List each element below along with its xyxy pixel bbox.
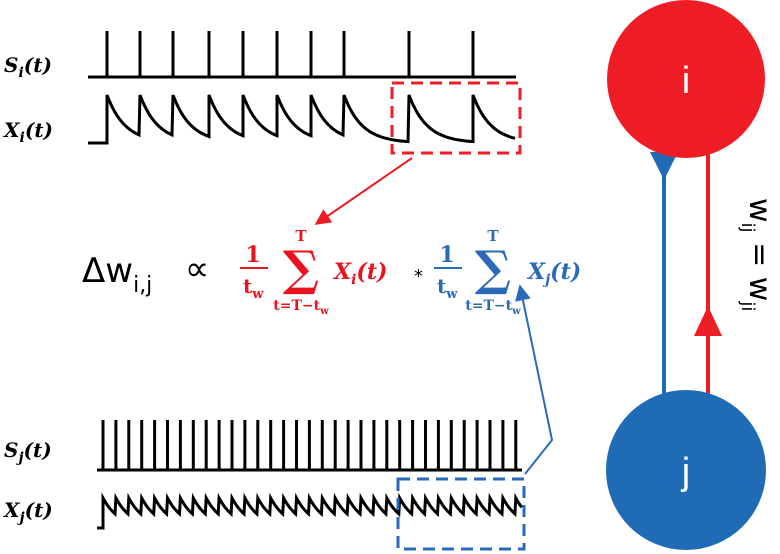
- trace-i-label: Xi(t): [2, 118, 53, 146]
- spike-train-i: [88, 31, 516, 79]
- neuron-i-panel: Si(t) Xi(t): [2, 31, 522, 155]
- trace-i: [88, 94, 516, 145]
- spike-train-j-label: Sj(t): [4, 438, 52, 466]
- window-j-box: [396, 477, 526, 551]
- window-i-box: [390, 81, 522, 155]
- synapse-graph: i j wij = wji: [606, 0, 777, 550]
- neuron-j-panel: Sj(t) Xj(t): [2, 420, 526, 551]
- node-i: [607, 0, 765, 158]
- sum-symbol-j: ∑: [475, 241, 511, 297]
- sum-symbol-i: ∑: [283, 241, 319, 297]
- edge-j-to-i-arrowhead: [650, 152, 678, 180]
- sum-upper-i: T: [295, 227, 307, 245]
- node-i-label: i: [682, 60, 690, 102]
- learning-rule-equation: Δwi,j ∝ 1 tw T ∑ t=T−tw Xi(t) * 1 tw T ∑…: [82, 227, 581, 317]
- sum-lower-i: t=T−tw: [273, 298, 329, 317]
- arrow-window-j: [515, 284, 554, 475]
- fraction-tw-i: tw: [243, 274, 264, 302]
- fraction-one-i: 1: [245, 242, 260, 268]
- spike-train-j: [97, 420, 522, 472]
- sum-upper-j: T: [487, 227, 499, 245]
- fraction-tw-j: tw: [437, 274, 458, 302]
- spike-train-i-label: Si(t): [4, 53, 52, 81]
- x-i-term: Xi(t): [332, 259, 387, 288]
- edge-i-to-j-arrowhead: [694, 306, 722, 336]
- symmetric-weight-label: wij = wji: [737, 198, 777, 311]
- multiply-symbol: *: [414, 266, 423, 287]
- delta-w-term: Δwi,j: [82, 251, 152, 298]
- trace-j-label: Xj(t): [2, 498, 53, 526]
- trace-j: [97, 492, 523, 530]
- fraction-one-j: 1: [439, 242, 454, 268]
- arrow-window-i: [314, 157, 413, 225]
- sum-lower-j: t=T−tw: [465, 298, 521, 317]
- node-j: [606, 390, 766, 550]
- node-j-label: j: [681, 451, 690, 493]
- x-j-term: Xj(t): [526, 259, 581, 288]
- proportional-symbol: ∝: [185, 249, 209, 289]
